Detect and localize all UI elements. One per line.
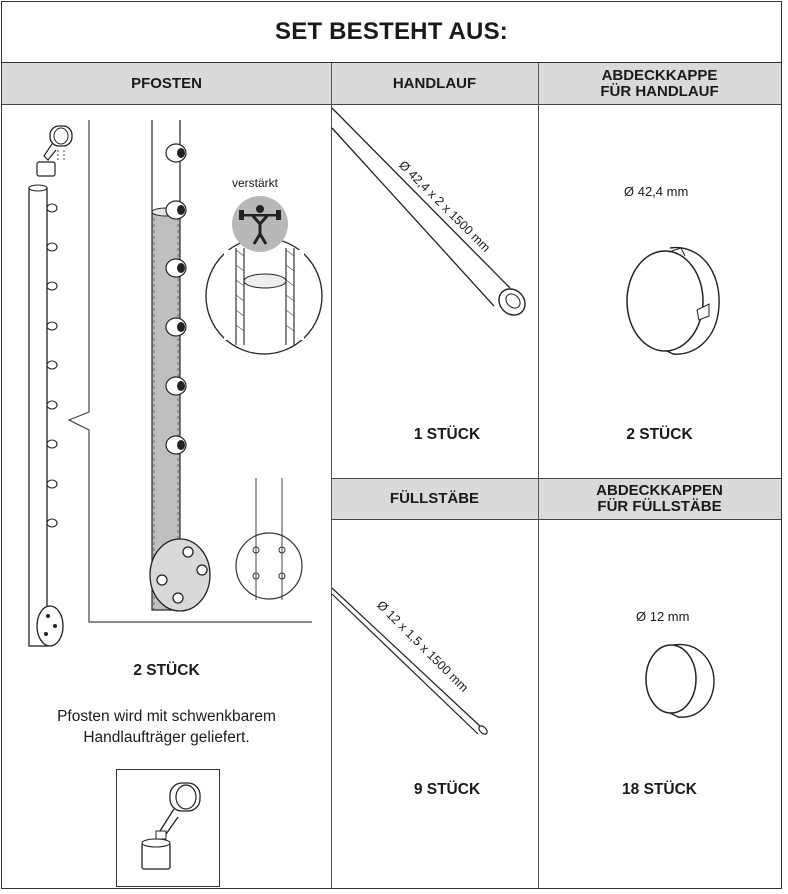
- infill-cap-illustration: [645, 643, 715, 718]
- bracket-detail-illustration: [116, 769, 220, 887]
- handrail-illustration: [331, 107, 526, 316]
- count-fuellstaebe: 9 STÜCK: [413, 781, 481, 798]
- dimension-abdeckkappe-handlauf: Ø 42,4 mm: [624, 184, 689, 199]
- header-abdeckkappe-line2: FÜR HANDLAUF: [600, 82, 719, 100]
- header-pfosten: PFOSTEN: [2, 63, 331, 105]
- divider-vertical-1: [331, 63, 332, 888]
- note-pfosten-line1: Pfosten wird mit schwenkbarem: [57, 708, 276, 725]
- header-abdeckkappen-line2: FÜR FÜLLSTÄBE: [597, 498, 722, 515]
- base-plate-detail-illustration: [235, 478, 303, 600]
- header-handlauf: HANDLAUF: [331, 63, 538, 105]
- header-abdeckkappen-fuellstaebe: ABDECKKAPPEN FÜR FÜLLSTÄBE: [538, 478, 781, 520]
- post-detail-illustration: [67, 120, 323, 623]
- count-pfosten: 2 STÜCK: [133, 662, 200, 679]
- header-fuellstaebe: FÜLLSTÄBE: [331, 478, 538, 520]
- post-small-illustration: [28, 125, 73, 647]
- infill-bar-illustration: [331, 587, 488, 735]
- header-fuellstaebe-label: FÜLLSTÄBE: [389, 490, 480, 507]
- header-abdeckkappe-line1: ABDECKKAPPE: [601, 66, 718, 84]
- handrail-cap-illustration: [626, 247, 720, 355]
- header-abdeckkappen-line1: ABDECKKAPPEN: [596, 482, 723, 499]
- page-title: SET BESTEHT AUS:: [2, 2, 781, 63]
- count-handlauf: 1 STÜCK: [413, 426, 481, 443]
- note-pfosten-line2: Handlaufträger geliefert.: [83, 729, 250, 746]
- header-handlauf-label: HANDLAUF: [392, 74, 477, 92]
- header-pfosten-label: PFOSTEN: [131, 74, 202, 92]
- badge-verstaerkt: verstärkt: [232, 176, 279, 190]
- divider-vertical-2: [538, 63, 539, 888]
- dimension-abdeckkappen-fuellstaebe: Ø 12 mm: [636, 609, 690, 624]
- header-abdeckkappe-handlauf: ABDECKKAPPE FÜR HANDLAUF: [538, 63, 781, 105]
- count-abdeckkappe-handlauf: 2 STÜCK: [626, 426, 693, 443]
- count-abdeckkappen-fuellstaebe: 18 STÜCK: [622, 781, 697, 798]
